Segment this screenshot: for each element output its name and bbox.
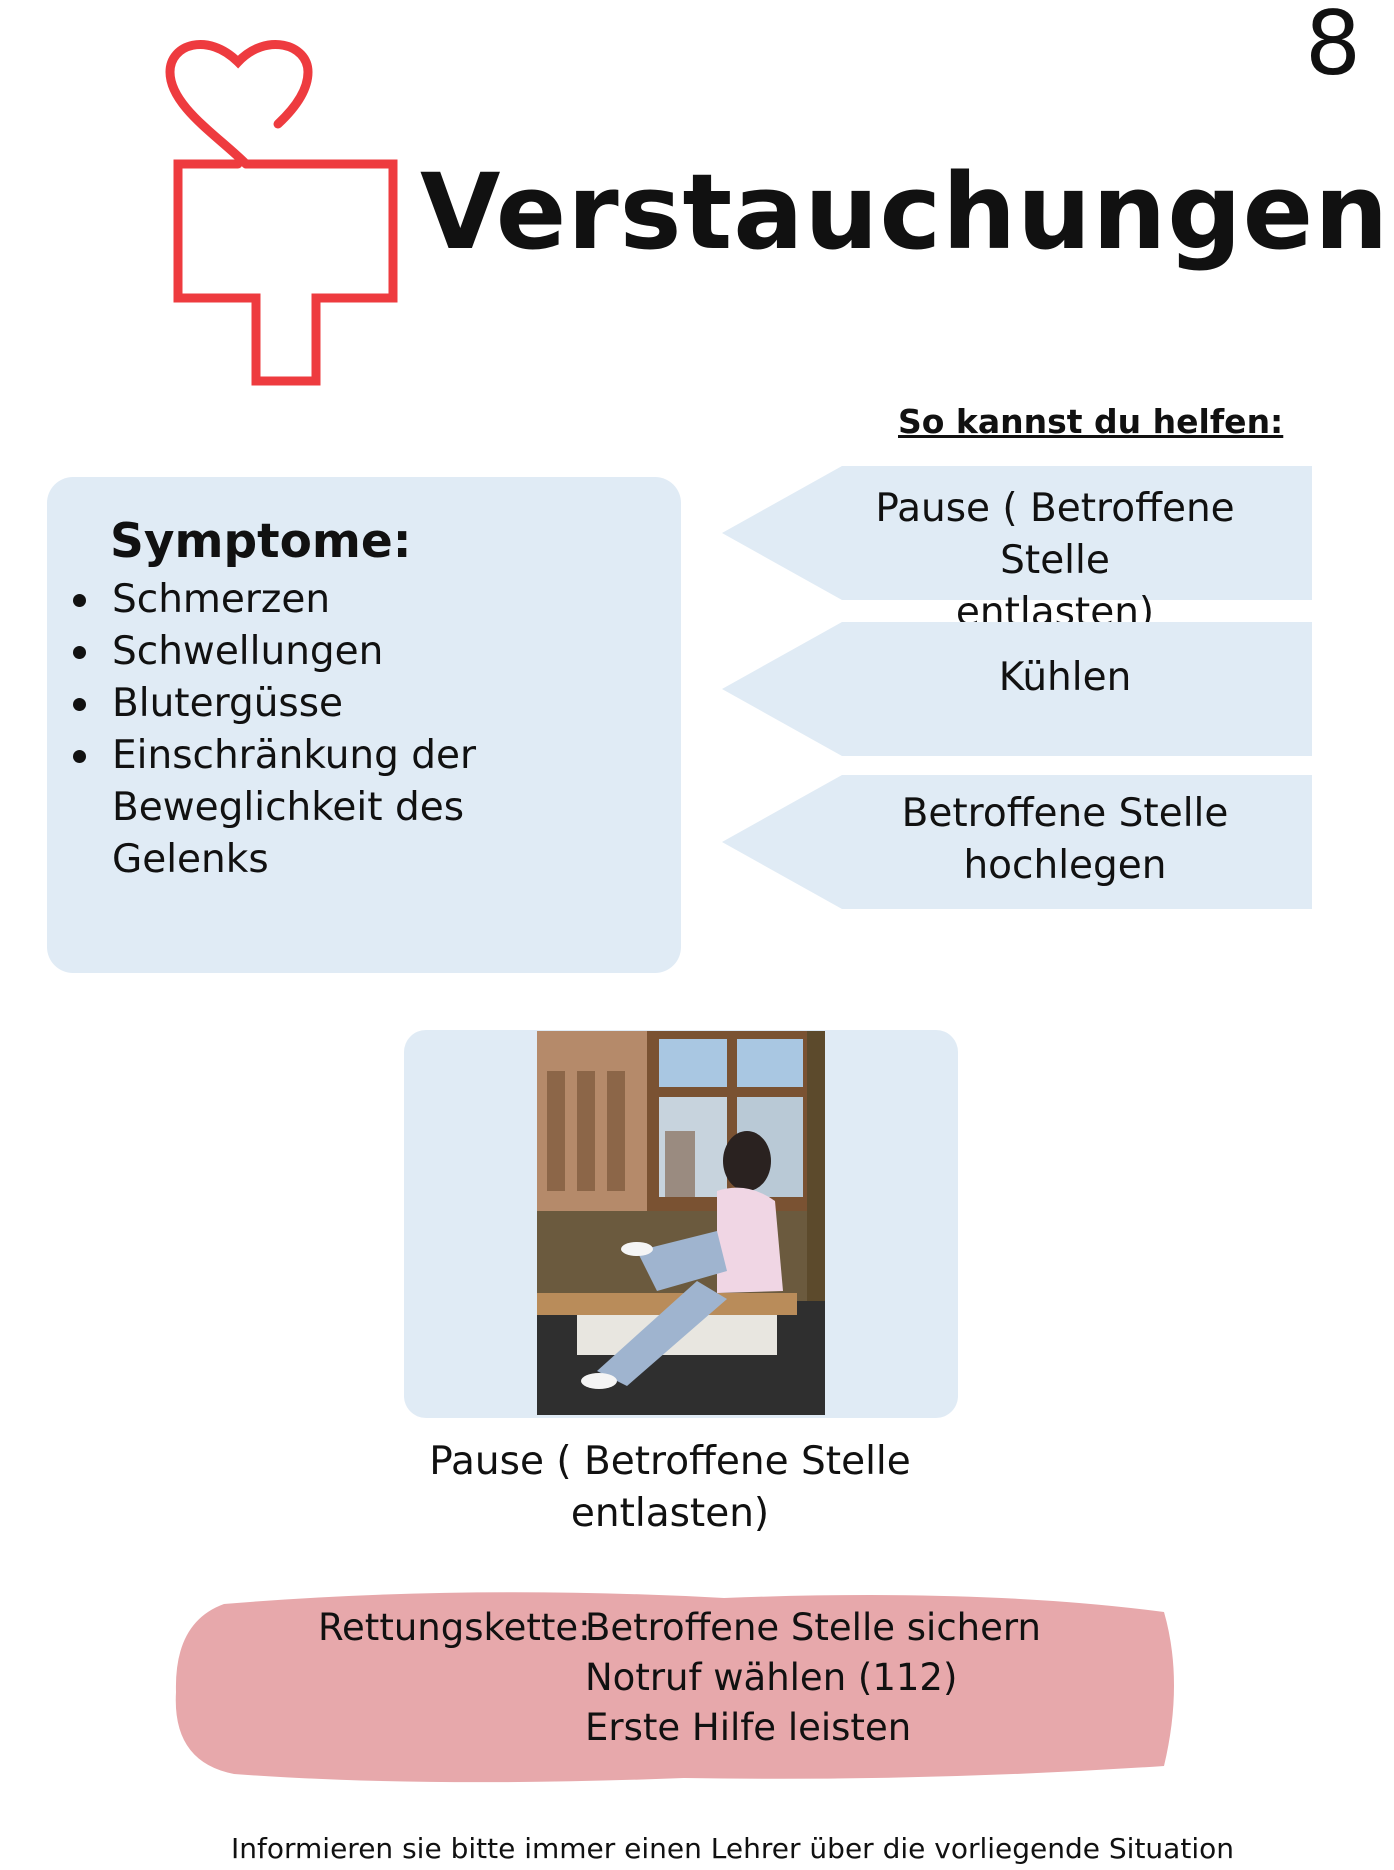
heart-cross-icon [165,40,398,386]
help-step-elevate-line1: Betroffene Stelle [901,791,1229,836]
help-step-arrow [722,775,1312,909]
photo-caption-line1: Pause ( Betroffene Stelle [429,1439,911,1484]
page-title: Verstauchungen [420,151,1390,273]
help-heading: So kannst du helfen: [898,402,1284,441]
help-step-elevate-line2: hochlegen [963,843,1167,888]
symptoms-heading: Symptome: [110,514,412,569]
rescue-chain-steps: Betroffene Stelle sichern Notruf wählen … [585,1603,1041,1753]
help-step-cool-line1: Kühlen [998,655,1132,700]
symptom-item: Einschränkung der Beweglichkeit des Gele… [70,730,630,886]
photo-caption-line2: entlasten) [570,1491,770,1536]
symptom-item: Schmerzen [70,574,630,626]
help-step-pause: Pause ( Betroffene Stelle entlasten) [815,483,1295,639]
rescue-chain-step: Erste Hilfe leisten [585,1706,912,1749]
page-number: 8 [1305,0,1361,95]
photo-caption: Pause ( Betroffene Stelle entlasten) [400,1436,940,1540]
help-step-pause-line1: Pause ( Betroffene Stelle [875,486,1235,583]
symptom-item: Blutergüsse [70,678,630,730]
rescue-chain-step: Betroffene Stelle sichern [585,1606,1041,1649]
symptom-item: Schwellungen [70,626,630,678]
photo-person-resting [537,1031,825,1415]
rescue-chain-brush-shape [175,1592,1174,1783]
symptoms-list: Schmerzen Schwellungen Blutergüsse Einsc… [70,574,630,886]
help-step-cool: Kühlen [825,652,1305,704]
symptoms-panel [47,477,681,973]
help-step-arrow [722,466,1312,600]
help-step-elevate: Betroffene Stelle hochlegen [825,788,1305,892]
footer-note: Informieren sie bitte immer einen Lehrer… [231,1832,1234,1865]
rescue-chain-label: Rettungskette: [318,1606,591,1649]
rescue-chain-step: Notruf wählen (112) [585,1656,958,1699]
help-step-arrow [722,622,1312,756]
